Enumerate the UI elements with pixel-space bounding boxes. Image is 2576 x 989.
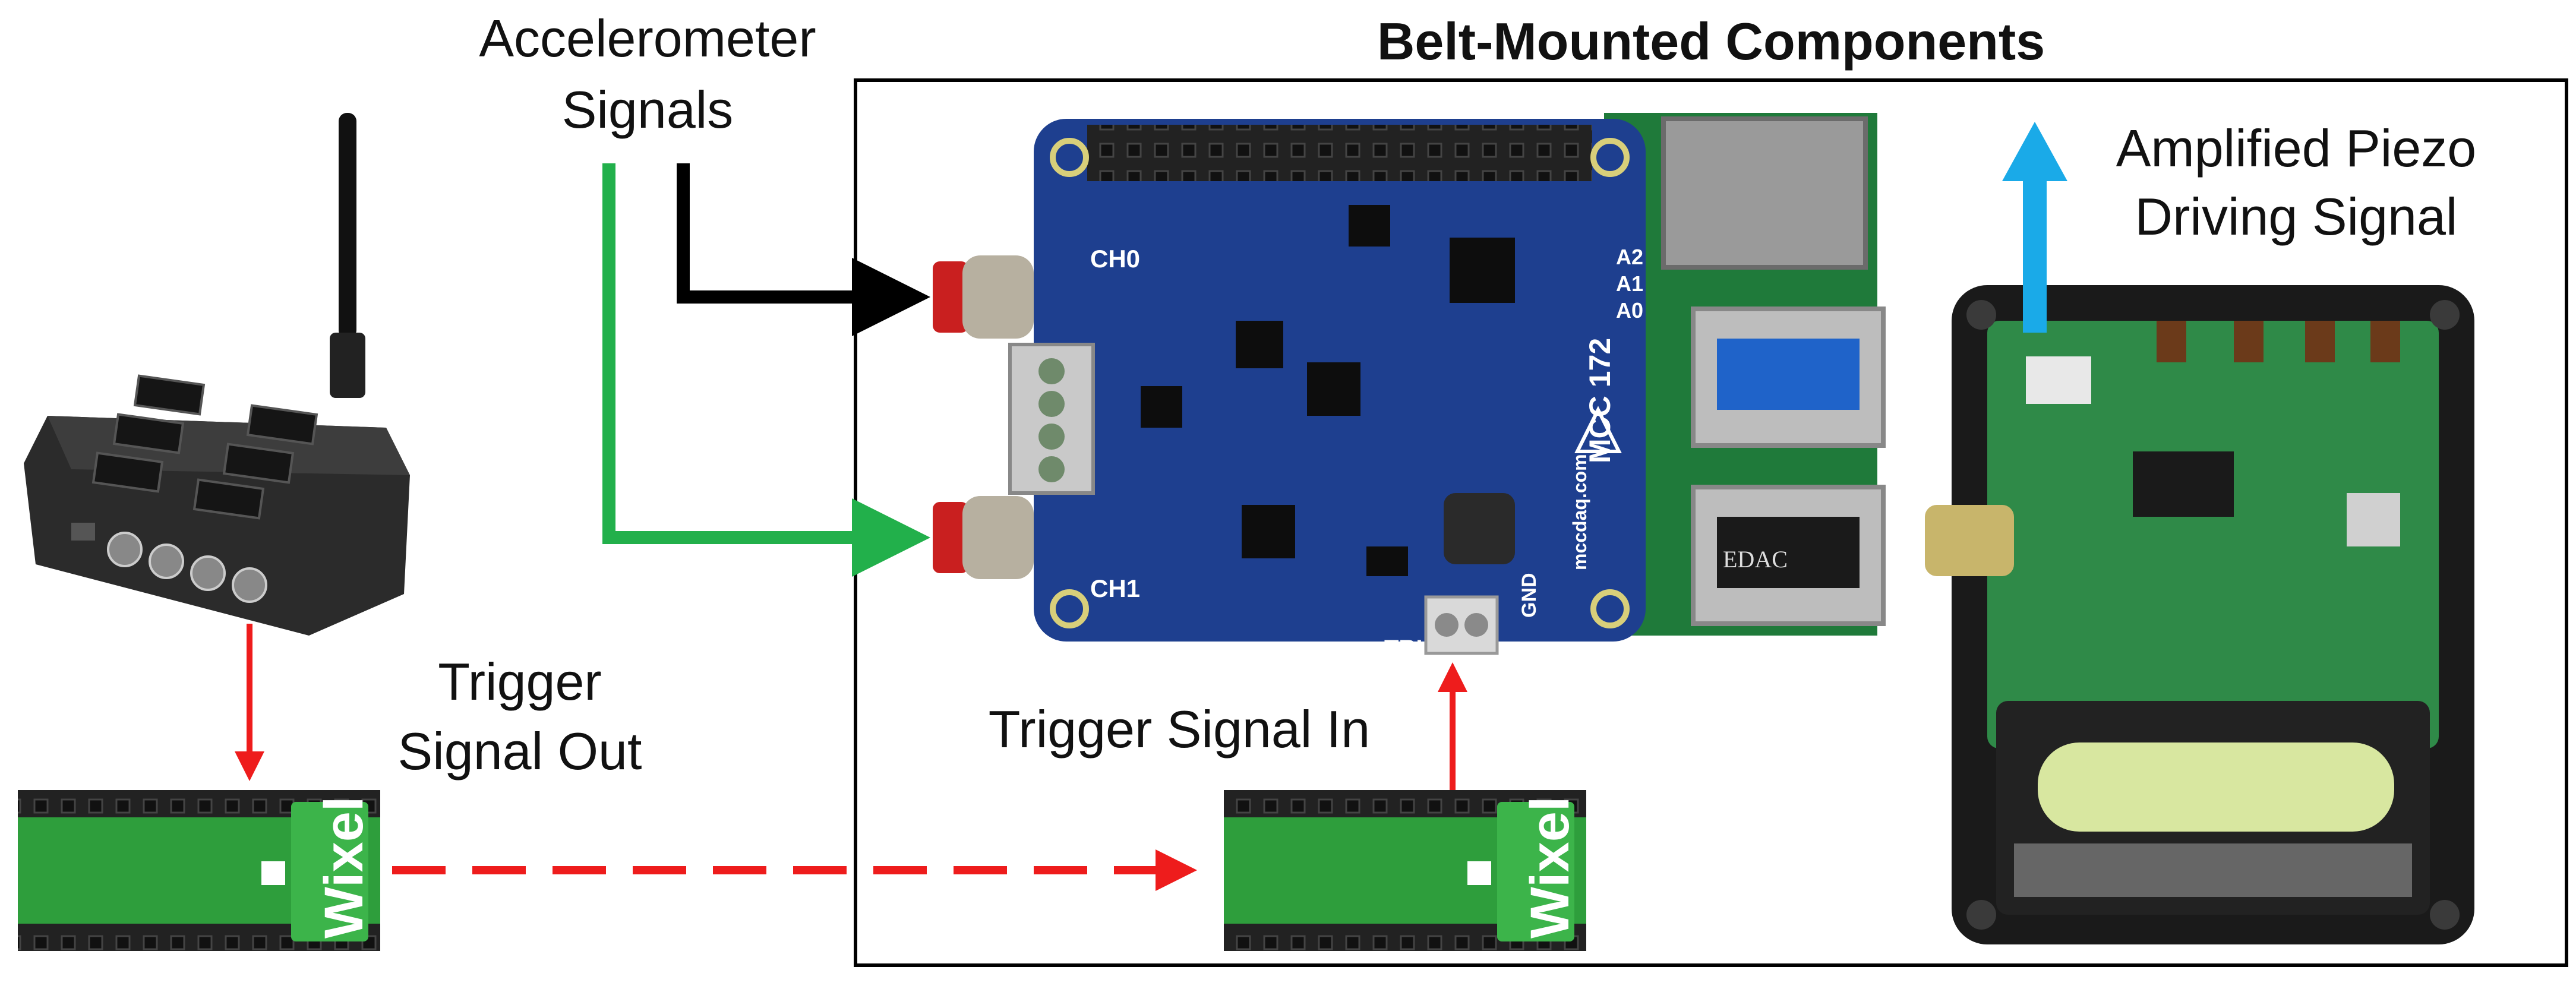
wixel-board-receiver: Wixel (1224, 790, 1586, 951)
accel-signal-green-arrow (602, 163, 930, 577)
wixel-label-left: Wixel (314, 797, 374, 939)
wixel-board-transmitter: Wixel (18, 790, 380, 951)
antenna-icon (330, 113, 365, 398)
ch0-input-jack (933, 255, 1034, 339)
a2-marking: A2 (1616, 245, 1643, 269)
a0-marking: A0 (1616, 298, 1643, 323)
piezo-output-arrow (2002, 122, 2067, 333)
trigger-out-label-line1: Trigger (438, 652, 601, 711)
trig-terminal (1424, 595, 1499, 655)
trigger-out-label-line2: Signal Out (398, 722, 642, 781)
accelerometer-label-line1: Accelerometer (479, 9, 816, 68)
gpio-header (1087, 125, 1592, 181)
warning-icon (1574, 406, 1622, 453)
piezo-amplifier-enclosure (1925, 285, 2474, 944)
trigger-in-label: Trigger Signal In (989, 700, 1370, 759)
ethernet-port (1661, 116, 1868, 270)
piezo-label-line2: Driving Signal (2135, 187, 2458, 246)
a1-marking: A1 (1616, 271, 1643, 296)
mcc172-daq-board: CH0 CH1 A2 A1 A0 MCC 172 mccdaq.com TRIG… (1034, 119, 1646, 662)
bnc-output-jack (1925, 505, 2014, 576)
mccdaq-marking: mccdaq.com (1569, 454, 1590, 570)
raspberry-pi-board: EDAC (1604, 113, 1886, 636)
ch1-input-jack (933, 496, 1034, 579)
mcc172-marking: MCC 172 (1583, 338, 1617, 463)
gnd-marking: GND (1518, 573, 1540, 618)
ch0-marking: CH0 (1090, 245, 1140, 273)
piezo-label-line1: Amplified Piezo (2116, 119, 2477, 178)
wixel-label-right: Wixel (1520, 797, 1580, 939)
ch1-marking: CH1 (1090, 574, 1140, 602)
accel-signal-black-arrow (677, 163, 930, 336)
edac-marking: EDAC (1723, 546, 1788, 573)
screw-terminal-block (1008, 343, 1095, 495)
receiver-base-station (24, 374, 410, 636)
belt-title: Belt-Mounted Components (1377, 12, 2045, 71)
accelerometer-label-line2: Signals (562, 80, 734, 139)
battery-18650 (2038, 742, 2394, 832)
